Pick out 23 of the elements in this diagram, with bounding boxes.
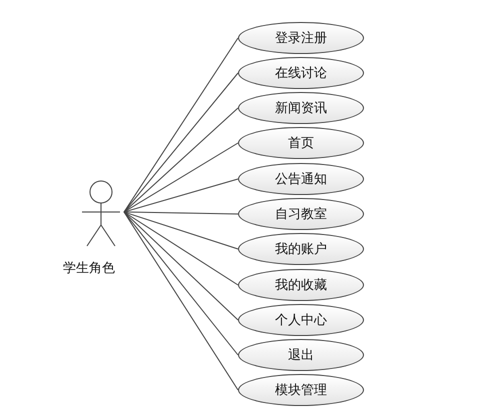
actor-label: 学生角色 <box>63 260 115 277</box>
connector-line <box>124 212 238 320</box>
connector-line <box>124 108 238 212</box>
use-case-ellipse: 首页 <box>238 127 364 159</box>
use-case-ellipse: 在线讨论 <box>238 57 364 89</box>
connector-line <box>124 212 238 356</box>
connector-line <box>124 212 238 250</box>
connector-line <box>124 212 238 214</box>
use-case-ellipse: 新闻资讯 <box>238 92 364 124</box>
use-case-ellipse: 退出 <box>238 339 364 371</box>
use-case-ellipse: 模块管理 <box>238 374 364 406</box>
connector-line <box>124 38 238 212</box>
connector-line <box>124 212 238 286</box>
connector-line <box>124 142 238 212</box>
connector-line <box>124 72 238 212</box>
use-case-ellipse: 自习教室 <box>238 198 364 230</box>
use-case-ellipse: 我的账户 <box>238 233 364 265</box>
use-case-ellipse: 公告通知 <box>238 163 364 195</box>
use-case-ellipse: 我的收藏 <box>238 269 364 301</box>
use-case-ellipse: 个人中心 <box>238 304 364 336</box>
connector-line <box>124 212 238 390</box>
use-case-ellipse: 登录注册 <box>238 22 364 54</box>
connector-line <box>124 178 238 212</box>
